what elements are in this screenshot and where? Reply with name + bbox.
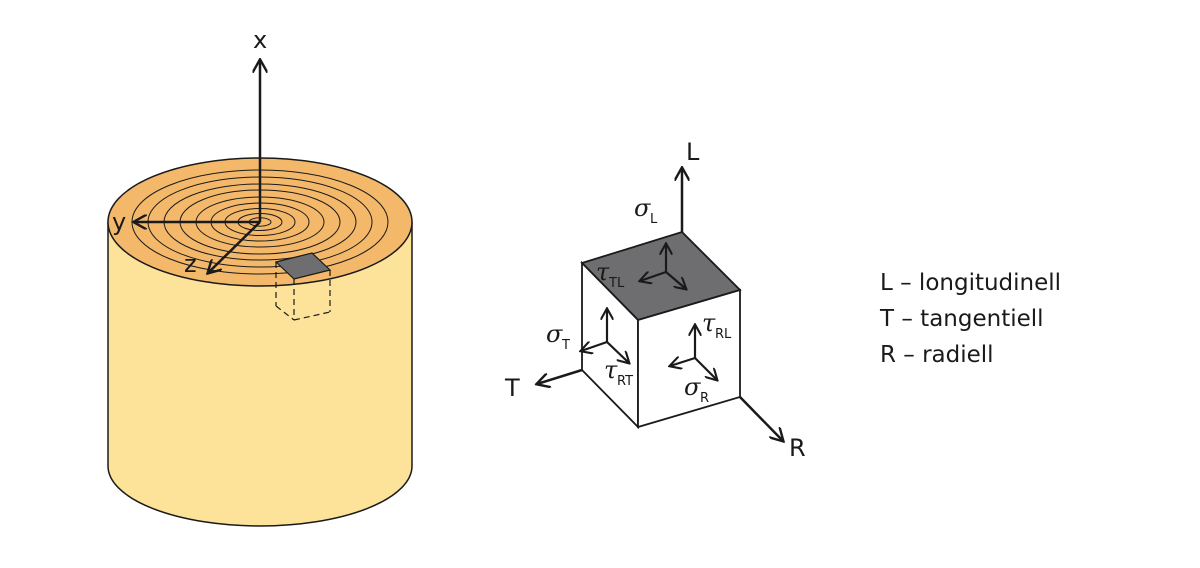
svg-text:τ: τ — [596, 258, 610, 286]
svg-text:σ: σ — [684, 373, 701, 401]
label-tau-RT: τ RT — [604, 356, 633, 389]
svg-text:T: T — [561, 338, 570, 353]
legend: L – longitudinell T – tangentiell R – ra… — [879, 270, 1061, 368]
label-sigma-L: σ L — [634, 194, 658, 227]
svg-text:RT: RT — [617, 374, 633, 389]
z-axis-arrow — [208, 221, 261, 273]
T-axis-label: T — [504, 374, 520, 402]
label-sigma-T: σ T — [546, 320, 570, 353]
svg-text:RL: RL — [715, 327, 732, 342]
legend-longitudinal: L – longitudinell — [880, 270, 1061, 296]
legend-tangential: T – tangentiell — [879, 306, 1044, 332]
svg-text:τ: τ — [702, 309, 716, 337]
label-sigma-R: σ R — [684, 373, 709, 406]
L-axis-label: L — [686, 138, 700, 166]
svg-text:R: R — [700, 391, 709, 406]
svg-text:TL: TL — [608, 276, 625, 291]
R-axis-arrow — [739, 396, 783, 441]
stress-triad-left — [581, 309, 629, 363]
R-axis-label: R — [789, 434, 806, 462]
svg-text:σ: σ — [634, 194, 651, 222]
sample-hidden-edges — [275, 262, 331, 321]
cylinder-side — [107, 221, 413, 527]
svg-text:L: L — [650, 212, 658, 227]
label-tau-RL: τ RL — [702, 309, 732, 342]
z-axis-label: z — [184, 250, 197, 278]
cube-axes — [537, 168, 783, 441]
x-axis-label: x — [253, 26, 267, 54]
stress-triad-right — [670, 325, 717, 380]
y-axis-label: y — [112, 208, 126, 236]
T-axis-arrow — [537, 368, 583, 384]
svg-text:σ: σ — [546, 320, 563, 348]
stress-triad-top — [640, 244, 686, 289]
legend-radial: R – radiell — [880, 342, 994, 368]
svg-text:τ: τ — [604, 356, 618, 384]
label-tau-TL: τ TL — [596, 258, 625, 291]
cylinder-axes — [134, 60, 260, 273]
